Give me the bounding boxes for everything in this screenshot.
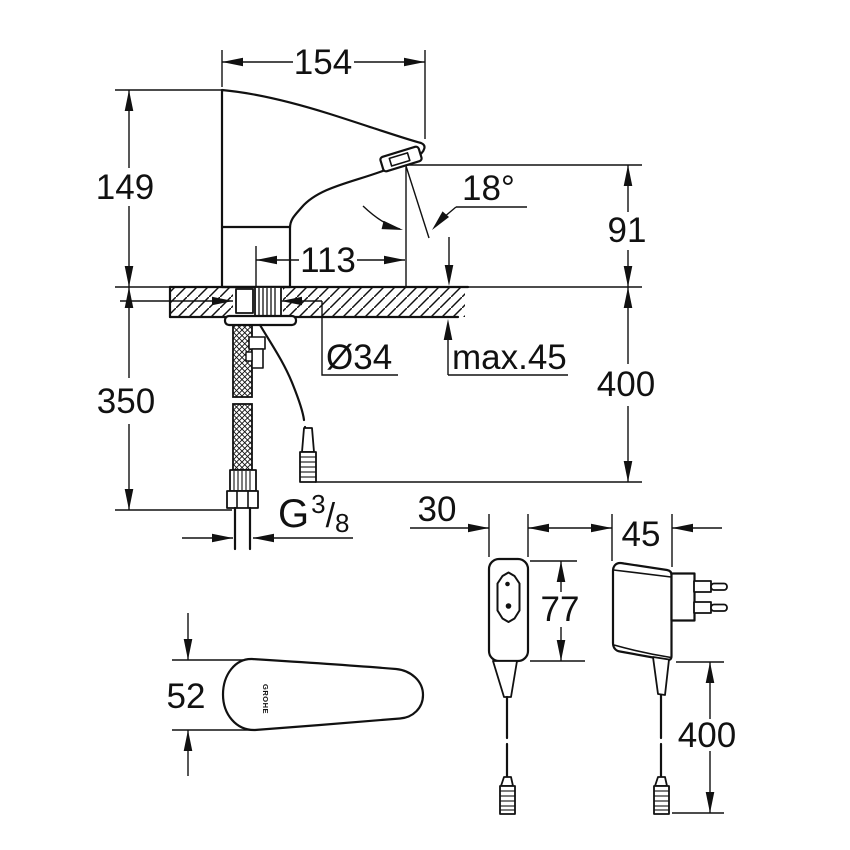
shank-threads	[258, 288, 276, 315]
faucet-side-view	[220, 88, 426, 289]
side-connector-cap	[654, 776, 668, 787]
dim-label-adapter-width: 30	[418, 490, 457, 529]
cable-curve	[258, 323, 306, 422]
dimension-g38-thread: G3/8	[182, 489, 353, 543]
thread-slash: /	[326, 497, 336, 535]
dimension-91: 91	[115, 164, 647, 288]
cable-gland-clip	[245, 351, 253, 362]
dim-label-max-thickness: max.45	[452, 338, 567, 377]
coupling-knurling	[233, 471, 251, 490]
euro-socket-outline	[496, 571, 521, 623]
braided-hose-lower	[232, 403, 253, 471]
dim-label-hole-diameter: Ø34	[326, 338, 392, 377]
side-connector-ribbed	[653, 785, 670, 815]
aerator-outlet	[388, 152, 411, 167]
mounting-shank	[223, 286, 298, 327]
pin-bottom-base	[693, 601, 712, 614]
power-adapter-side-view	[611, 561, 728, 815]
dimension-77: 77	[530, 560, 585, 662]
dim-label-height: 149	[96, 168, 154, 207]
shank-spacer	[235, 288, 254, 314]
socket-pin-hole-bottom	[505, 603, 512, 609]
dimension-30: 30	[410, 490, 612, 557]
cable-gland-top	[248, 336, 266, 350]
adapter-side-body	[611, 561, 673, 662]
spray-direction-line	[405, 165, 430, 239]
dim-label-top-width: 52	[167, 677, 206, 716]
thread-numerator: 3	[311, 489, 325, 519]
cable-connector-cap	[301, 427, 315, 453]
cable-gland-body	[251, 348, 264, 369]
thread-denominator: 8	[335, 508, 349, 538]
front-connector-ribs	[500, 790, 515, 811]
dimension-400-right: 400	[315, 287, 655, 483]
dimension-45: 45	[591, 514, 722, 567]
dim-label-angle: 18°	[462, 169, 515, 208]
sensor-cable	[245, 323, 317, 483]
front-connector-cap	[500, 776, 514, 787]
angle-arc	[362, 205, 401, 230]
plug-pins	[693, 580, 728, 614]
side-connector-ribs	[654, 790, 669, 811]
plug-base	[670, 572, 696, 622]
dim-label-hose-length: 350	[97, 382, 155, 421]
thread-letter: G	[278, 492, 309, 536]
side-strain-relief	[652, 656, 670, 696]
aerator	[379, 145, 423, 173]
faucet-top-view: GROHE 52	[167, 613, 425, 776]
dim-label-adapter-height: 77	[541, 590, 580, 629]
socket-pin-hole-top	[505, 581, 510, 587]
angle-annotation-18deg: 18°	[362, 165, 527, 287]
adapter-top-face-line	[613, 569, 672, 578]
adapter-bottom-face-line	[613, 644, 672, 659]
dimension-154: 154	[221, 43, 426, 139]
dimension-400-bottom: 400	[672, 661, 736, 814]
mounting-flange	[223, 314, 298, 327]
countertop-hatch-right	[283, 287, 465, 317]
supply-hose	[226, 324, 259, 551]
top-view-outline	[221, 657, 425, 732]
dim-label-adapter-depth: 45	[622, 515, 661, 554]
dimension-52: 52	[167, 613, 252, 776]
dimension-113: 113	[255, 241, 405, 286]
countertop-section	[168, 285, 470, 319]
dim-label-cable-length: 400	[597, 365, 655, 404]
pin-bottom-shaft	[710, 603, 728, 612]
power-adapter-front-view	[487, 557, 530, 815]
dim-label-adapter-cable-length: 400	[678, 716, 736, 755]
dim-label-spout-reach: 113	[300, 241, 356, 280]
dim-label-thread: G3/8	[278, 489, 350, 538]
dimension-350: 350	[97, 287, 232, 511]
dim-label-outlet-height: 91	[608, 211, 647, 250]
dimension-149: 149	[96, 89, 222, 287]
hex-nut	[226, 490, 259, 509]
pin-top-base	[693, 580, 712, 593]
pin-top-shaft	[710, 582, 728, 591]
dimension-dia34: Ø34	[120, 296, 398, 377]
dim-label-spout-length: 154	[294, 43, 352, 82]
faucet-body-outline	[220, 88, 426, 289]
front-strain-relief	[492, 660, 518, 698]
cable-connector-ribs	[300, 456, 316, 478]
top-view-logo: GROHE	[261, 684, 270, 714]
front-connector-ribbed	[499, 785, 516, 815]
dimension-max45: max.45	[443, 237, 568, 377]
